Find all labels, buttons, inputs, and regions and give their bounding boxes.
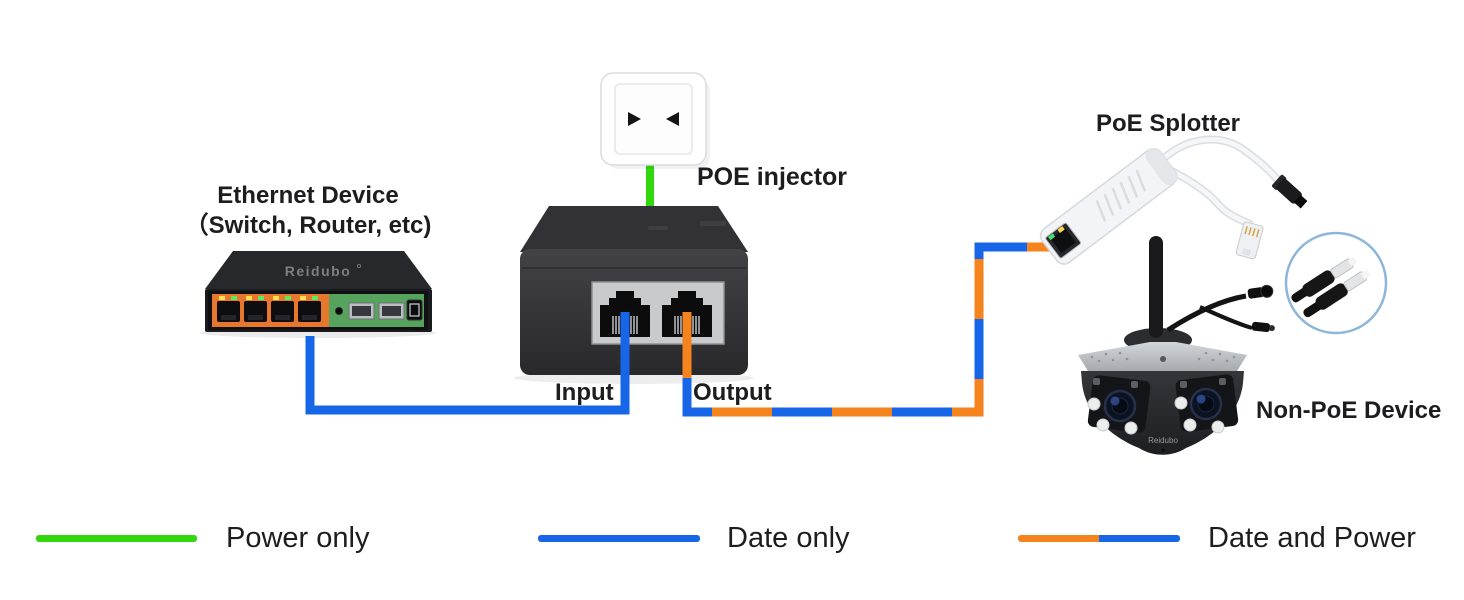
camera-vent-dots [1090,351,1236,363]
legend-swatch-data-power [1018,535,1180,542]
camera-brand-text: Reidubo [1148,436,1178,445]
poe-injector-label: POE injector [697,163,848,191]
splitter-rj45-connector [1235,221,1264,260]
outlet-slot-right-icon [666,112,679,126]
poe-injector-device [514,206,754,384]
poe-splitter-label: PoE Splotter [1096,110,1241,137]
camera-device: Reidubo [1078,236,1275,455]
dc-jack-icon [1315,269,1371,310]
legend-label-power: Power only [226,522,370,554]
legend-label-data: Date only [727,522,850,554]
splitter-pigtail-cables [1160,135,1308,260]
ethernet-device-label-line2: （Switch, Router, etc) [184,212,432,239]
poe-splitter-device [1039,147,1178,265]
legend-swatch-power [36,535,197,542]
ethernet-switch-device: Reidubo [200,251,436,338]
camera-pigtail-cables [1166,284,1275,333]
camera-white-leds [1087,396,1225,435]
switch-reset-button [335,307,343,315]
camera-antenna [1149,236,1163,338]
input-port-label: Input [555,379,614,406]
non-poe-device-label: Non-PoE Device [1256,397,1442,424]
data-cable [305,312,630,415]
camera-left-lens [1103,389,1137,423]
dc-plug-icon [1302,256,1358,297]
connector-zoom-bubble [1284,231,1388,335]
ethernet-device-label-line1: Ethernet Device [217,182,399,209]
splitter-rj45-port [1045,222,1082,259]
outlet-slot-left-icon [628,112,641,126]
legend-label-data-power: Date and Power [1208,522,1416,554]
wall-outlet [600,72,710,169]
legend-swatch-blue-half [1099,535,1180,542]
camera-right-lens [1189,387,1223,421]
switch-rj45-ports [217,296,321,322]
camera-ir-leds [1093,378,1226,388]
switch-brand-text: Reidubo [285,263,352,279]
data-power-cable [682,242,1062,417]
output-port-label: Output [693,379,772,406]
switch-sfp-ports [348,302,405,320]
switch-power-switch [406,299,423,321]
legend-swatch-orange-half [1018,535,1099,542]
splitter-dc-plug [1272,174,1308,209]
legend-swatch-data [538,535,700,542]
ethernet-device-label: Ethernet Device （Switch, Router, etc) [162,181,454,241]
